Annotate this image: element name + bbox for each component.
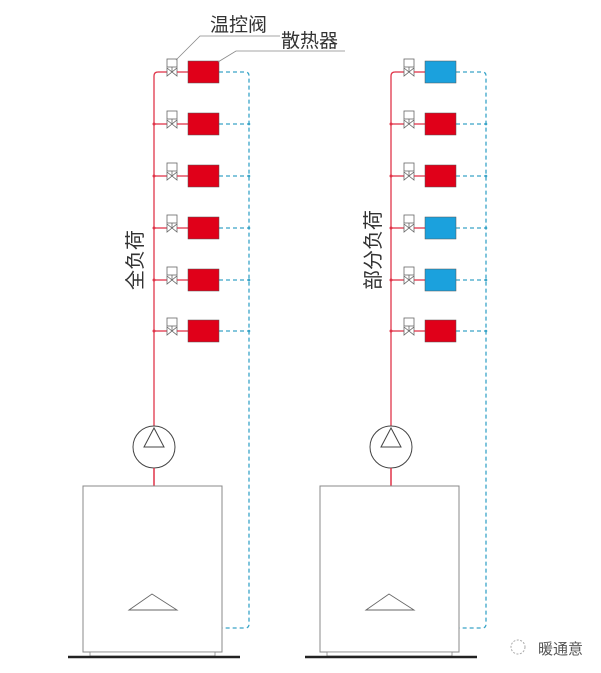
return-joint bbox=[247, 174, 251, 178]
radiator-row bbox=[152, 214, 251, 240]
valve-actuator bbox=[166, 58, 178, 68]
radiator-leader-line bbox=[217, 50, 345, 63]
valve-actuator bbox=[166, 214, 178, 224]
radiator bbox=[187, 319, 220, 343]
tee-joint bbox=[152, 278, 156, 282]
return-joint bbox=[247, 122, 251, 126]
radiator bbox=[424, 112, 457, 136]
valve-actuator bbox=[403, 110, 415, 120]
radiator bbox=[424, 164, 457, 188]
full-load-system bbox=[68, 58, 251, 659]
valve-leader-line bbox=[175, 35, 280, 61]
valve-label: 温控阀 bbox=[210, 14, 267, 36]
radiator-row bbox=[389, 162, 488, 188]
radiator bbox=[187, 216, 220, 240]
radiator-row bbox=[152, 266, 251, 292]
radiator bbox=[187, 268, 220, 292]
valve-actuator bbox=[403, 162, 415, 172]
return-joint bbox=[247, 226, 251, 230]
tee-joint bbox=[389, 329, 393, 333]
valve-actuator bbox=[403, 58, 415, 68]
tee-joint bbox=[152, 226, 156, 230]
wechat-icon bbox=[510, 639, 526, 655]
return-joint bbox=[484, 329, 488, 333]
radiator-row bbox=[389, 266, 488, 292]
valve-actuator bbox=[403, 317, 415, 327]
return-riser bbox=[219, 71, 250, 629]
watermark: 暖通意 bbox=[510, 639, 583, 658]
boiler-base bbox=[326, 651, 453, 657]
partial-load-label: 部分负荷 bbox=[361, 210, 385, 290]
partial-load-system bbox=[305, 58, 488, 659]
tee-joint bbox=[152, 329, 156, 333]
return-joint bbox=[484, 122, 488, 126]
return-riser bbox=[456, 71, 487, 629]
burner-icon bbox=[364, 593, 416, 611]
tee-joint bbox=[389, 278, 393, 282]
pump-arrow bbox=[143, 426, 165, 448]
tee-joint bbox=[152, 174, 156, 178]
valve-actuator bbox=[403, 214, 415, 224]
radiator-row bbox=[389, 214, 488, 240]
valve-actuator bbox=[166, 266, 178, 276]
radiator-row bbox=[395, 58, 457, 84]
valve-actuator bbox=[166, 110, 178, 120]
radiator bbox=[424, 319, 457, 343]
radiator bbox=[187, 112, 220, 136]
supply-riser bbox=[390, 71, 396, 486]
return-joint bbox=[484, 226, 488, 230]
radiator bbox=[424, 60, 457, 84]
radiator bbox=[187, 60, 220, 84]
supply-riser bbox=[153, 71, 159, 486]
valve-actuator bbox=[166, 317, 178, 327]
watermark-text: 暖通意 bbox=[538, 640, 583, 658]
radiator-row bbox=[158, 58, 220, 84]
tee-joint bbox=[389, 174, 393, 178]
radiator-row bbox=[152, 162, 251, 188]
radiator-row bbox=[152, 317, 251, 343]
return-joint bbox=[484, 278, 488, 282]
radiator-row bbox=[389, 317, 488, 343]
radiator bbox=[424, 216, 457, 240]
radiator-row bbox=[152, 110, 251, 136]
radiator-label: 散热器 bbox=[281, 30, 338, 52]
return-joint bbox=[247, 329, 251, 333]
boiler bbox=[319, 485, 460, 653]
boiler-base bbox=[89, 651, 216, 657]
pump-arrow bbox=[380, 426, 402, 448]
valve-actuator bbox=[166, 162, 178, 172]
boiler bbox=[82, 485, 223, 653]
return-joint bbox=[247, 278, 251, 282]
burner-icon bbox=[127, 593, 179, 611]
full-load-label: 全负荷 bbox=[123, 230, 147, 290]
valve-actuator bbox=[403, 266, 415, 276]
radiator-row bbox=[389, 110, 488, 136]
return-joint bbox=[484, 174, 488, 178]
tee-joint bbox=[389, 226, 393, 230]
tee-joint bbox=[152, 122, 156, 126]
radiator bbox=[424, 268, 457, 292]
radiator bbox=[187, 164, 220, 188]
tee-joint bbox=[389, 122, 393, 126]
